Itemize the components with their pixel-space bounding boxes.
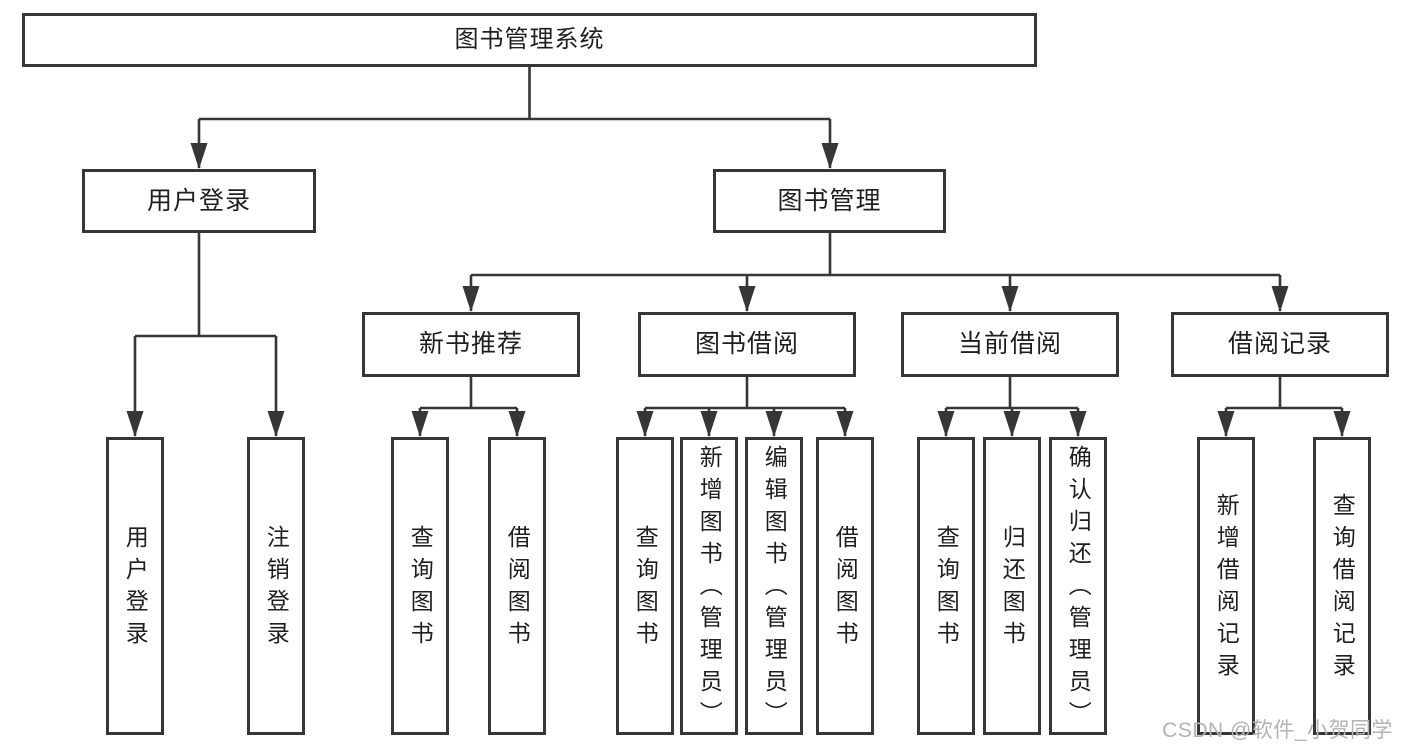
node-book-mgmt-label: 图书管理 xyxy=(777,186,882,215)
node-root: 图书管理系统 xyxy=(22,13,1037,67)
node-book-borrow-label: 图书借阅 xyxy=(694,330,799,358)
leaf-logout: 注销登录 xyxy=(247,437,305,735)
leaf-nb-borrow-books: 借阅图书 xyxy=(488,437,546,735)
leaf-user-login: 用户登录 xyxy=(106,437,164,735)
leaf-nb-borrow-books-label: 借阅图书 xyxy=(504,525,531,653)
node-current-borrow-label: 当前借阅 xyxy=(957,330,1062,358)
leaf-cb-query-books-label: 查询图书 xyxy=(933,525,960,653)
node-new-book-rec-label: 新书推荐 xyxy=(418,330,523,358)
watermark: CSDN @软件_小贺同学 xyxy=(1162,719,1393,742)
node-root-label: 图书管理系统 xyxy=(454,26,605,53)
node-user-login-label: 用户登录 xyxy=(146,186,251,215)
leaf-bb-add-books-admin: 新增图书（管理员） xyxy=(680,437,738,735)
node-current-borrow: 当前借阅 xyxy=(901,312,1119,377)
leaf-bb-borrow-books: 借阅图书 xyxy=(816,437,874,735)
leaf-bb-edit-books-admin: 编辑图书（管理员） xyxy=(745,437,803,735)
leaf-bb-add-books-admin-label: 新增图书（管理员） xyxy=(696,445,723,733)
node-book-borrow: 图书借阅 xyxy=(638,312,856,377)
leaf-logout-label: 注销登录 xyxy=(263,525,290,653)
leaf-br-add-record-label: 新增借阅记录 xyxy=(1213,493,1240,685)
node-borrow-records: 借阅记录 xyxy=(1171,312,1389,377)
leaf-bb-query-books-label: 查询图书 xyxy=(632,525,659,653)
leaf-nb-query-books: 查询图书 xyxy=(391,437,449,735)
leaf-cb-return-books: 归还图书 xyxy=(983,437,1041,735)
node-new-book-rec: 新书推荐 xyxy=(362,312,580,377)
leaf-user-login-label: 用户登录 xyxy=(122,525,149,653)
leaf-cb-confirm-return-admin-label: 确认归还（管理员） xyxy=(1065,445,1092,733)
leaf-nb-query-books-label: 查询图书 xyxy=(407,525,434,653)
leaf-cb-confirm-return-admin: 确认归还（管理员） xyxy=(1049,437,1107,735)
leaf-cb-return-books-label: 归还图书 xyxy=(999,525,1026,653)
node-borrow-records-label: 借阅记录 xyxy=(1227,330,1332,358)
leaf-bb-query-books: 查询图书 xyxy=(616,437,674,735)
leaf-br-add-record: 新增借阅记录 xyxy=(1197,437,1255,735)
leaf-br-query-record-label: 查询借阅记录 xyxy=(1329,493,1356,685)
leaf-cb-query-books: 查询图书 xyxy=(917,437,975,735)
leaf-bb-borrow-books-label: 借阅图书 xyxy=(832,525,859,653)
leaf-br-query-record: 查询借阅记录 xyxy=(1313,437,1371,735)
node-user-login: 用户登录 xyxy=(82,169,316,233)
node-book-mgmt: 图书管理 xyxy=(713,169,946,233)
leaf-bb-edit-books-admin-label: 编辑图书（管理员） xyxy=(761,445,788,733)
